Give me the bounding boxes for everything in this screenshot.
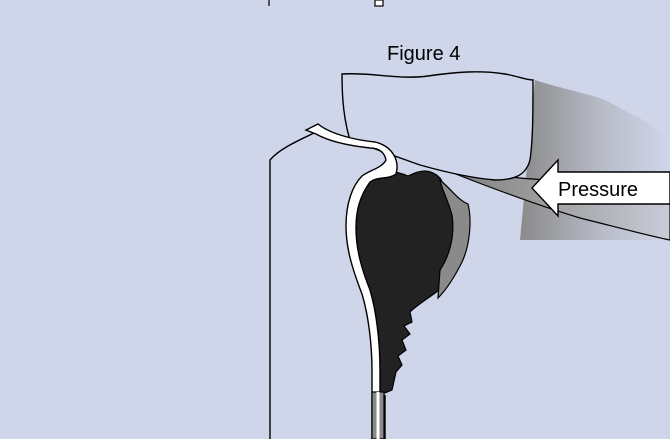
pressure-arrow: [531, 158, 670, 218]
spring-band: [304, 123, 398, 439]
pressure-label: Pressure: [558, 179, 638, 201]
figure-title: Figure 4: [387, 43, 460, 65]
upper-cap: [341, 71, 534, 181]
retaining-lip: [437, 178, 471, 300]
top-stem: [268, 0, 384, 7]
lower-stem: [371, 391, 385, 439]
housing-body: [269, 131, 317, 439]
